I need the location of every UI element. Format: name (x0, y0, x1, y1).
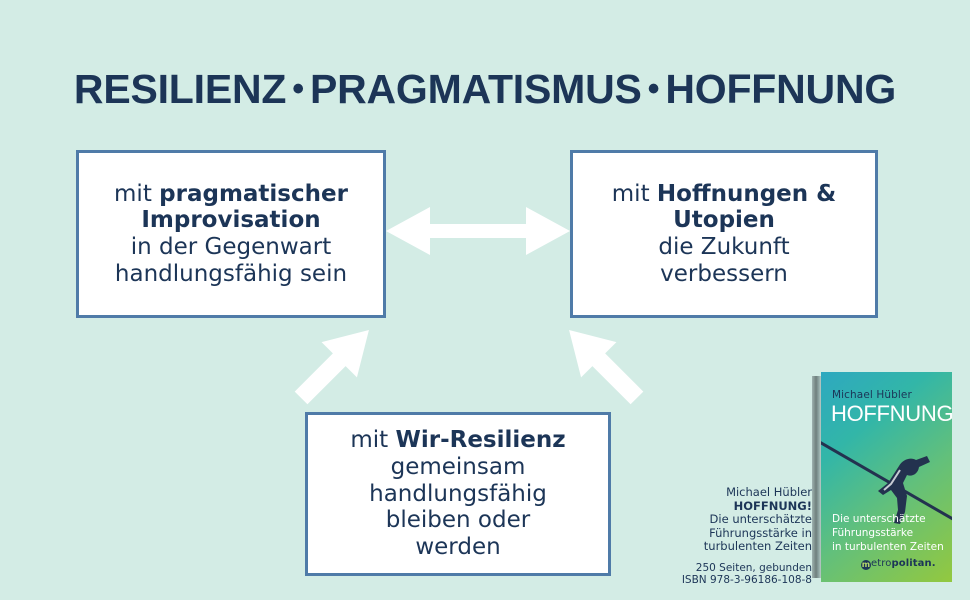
book-cover-image: Michael Hübler HOFFNUNG! Die unterschätz… (812, 372, 952, 582)
book-cover-subtitle-line3: in turbulenten Zeiten (832, 540, 944, 553)
publisher-name-part1: etro (871, 558, 892, 569)
box-hoffnungen-line4: verbessern (660, 260, 788, 287)
book-cover-subtitle-line1: Die unterschätzte (832, 513, 926, 525)
box-improvisation-line3: in der Gegenwart (130, 234, 332, 260)
box-resilienz-line1-prefix: mit (350, 427, 396, 454)
page-title: RESILIENZ•PRAGMATISMUS•HOFFNUNG (0, 66, 970, 113)
double-arrow-icon-horizontal (386, 207, 570, 255)
box-pragmatische-improvisation[interactable]: mit pragmatischer Improvisation in der G… (76, 150, 386, 318)
title-part-resilienz: RESILIENZ (73, 66, 287, 112)
book-cover-subtitle: Die unterschätzte Führungsstärke in turb… (832, 513, 944, 555)
publisher-logo-metropolitan: metropolitan. (861, 558, 936, 570)
box-hoffnungen-text: mit Hoffnungen & Utopien die Zukunft ver… (602, 181, 846, 288)
box-hoffnungen-line1-bold: Hoffnungen & (656, 180, 837, 207)
publisher-name-part2: politan. (891, 558, 936, 569)
title-separator-bullet-1: • (292, 70, 304, 108)
box-improvisation-line4: handlungsfähig sein (114, 260, 348, 287)
box-resilienz-line4: bleiben oder (385, 507, 531, 534)
book-cover-title: HOFFNUNG! (831, 401, 952, 426)
title-separator-bullet-2: • (647, 70, 660, 108)
book-credit-subtitle-line1: Die unterschätzte (709, 512, 812, 527)
title-part-hoffnung: HOFFNUNG (665, 66, 897, 112)
book-credit-author: Michael Hübler (726, 485, 812, 499)
book-credit-subtitle-line3: turbulenten Zeiten (703, 539, 812, 554)
box-improvisation-line2-bold: Improvisation (141, 207, 321, 234)
book-credit-title: HOFFNUNG! (733, 498, 812, 513)
book-front-face: Michael Hübler HOFFNUNG! Die unterschätz… (821, 372, 952, 582)
book-credit-pages: 250 Seiten, gebunden (695, 561, 812, 574)
box-hoffnungen-line2-bold: Utopien (673, 207, 775, 234)
book-cover-subtitle-line2: Führungsstärke (832, 526, 914, 539)
book-spine (812, 376, 821, 578)
box-hoffnungen-line3: die Zukunft (658, 234, 790, 260)
box-wir-resilienz[interactable]: mit Wir-Resilienz gemeinsam handlungsfäh… (305, 412, 611, 576)
book-credit-isbn: ISBN 978-3-96186-108-8 (681, 573, 812, 586)
box-hoffnungen-line1-prefix: mit (611, 180, 657, 207)
box-hoffnungen-utopien[interactable]: mit Hoffnungen & Utopien die Zukunft ver… (570, 150, 878, 318)
box-improvisation-line1-prefix: mit (114, 180, 160, 207)
box-improvisation-line1-bold: pragmatischer (159, 180, 348, 207)
box-improvisation-text: mit pragmatischer Improvisation in der G… (104, 181, 358, 288)
book-credit-block: Michael Hübler HOFFNUNG! Die unterschätz… (612, 485, 812, 587)
box-resilienz-line1-bold: Wir-Resilienz (395, 427, 566, 454)
title-part-pragmatismus: PRAGMATISMUS (309, 66, 642, 112)
box-resilienz-line2: gemeinsam (390, 453, 526, 480)
book-cover-author: Michael Hübler (832, 389, 912, 401)
box-resilienz-line5: werden (415, 534, 501, 560)
box-resilienz-text: mit Wir-Resilienz gemeinsam handlungsfäh… (340, 427, 575, 560)
arrow-icon-up-left (294, 330, 369, 405)
arrow-icon-up-right (569, 330, 644, 405)
book-credit-subtitle-line2: Führungsstärke in (709, 525, 812, 540)
publisher-mark-icon: m (861, 560, 871, 570)
tightrope-walker-figure-icon (878, 456, 930, 524)
box-resilienz-line3: handlungsfähig (369, 480, 547, 507)
